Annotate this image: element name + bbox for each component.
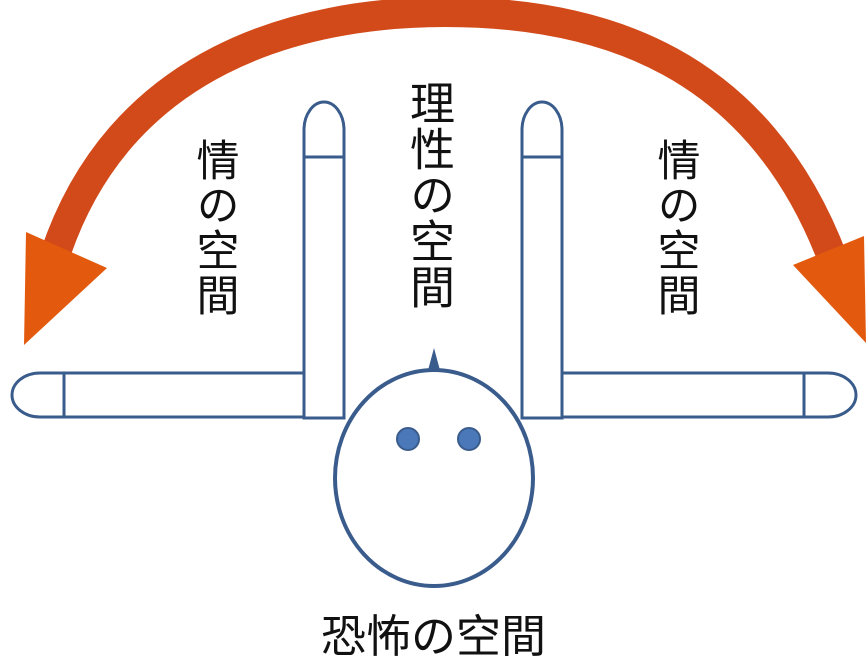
left-horizontal-arm-hand bbox=[10, 371, 66, 419]
reason-space-label: 理性の空間 bbox=[402, 80, 455, 310]
fear-space-label: 恐怖の空間 bbox=[320, 610, 546, 663]
arc-arrow-shaft bbox=[40, 0, 850, 271]
left-emotion-space-label: 情の空間 bbox=[189, 138, 239, 318]
left-raised-arm-hand bbox=[302, 100, 346, 159]
arc-arrow-right-head bbox=[793, 236, 866, 343]
left-raised-arm-sleeve bbox=[302, 155, 346, 420]
head bbox=[333, 348, 535, 588]
right-raised-arm-sleeve bbox=[520, 155, 564, 420]
left-horizontal-arm-sleeve bbox=[62, 371, 306, 419]
head-circle bbox=[333, 368, 535, 588]
left-eye bbox=[396, 427, 420, 451]
left-horizontal-arm bbox=[10, 371, 306, 419]
hair-tuft bbox=[427, 348, 441, 374]
right-horizontal-arm bbox=[560, 371, 858, 419]
right-horizontal-arm-hand bbox=[802, 371, 858, 419]
right-horizontal-arm-sleeve bbox=[560, 371, 806, 419]
right-emotion-space-label: 情の空間 bbox=[650, 138, 700, 318]
arc-arrow-left-head bbox=[24, 232, 107, 345]
double-headed-arc-arrow bbox=[24, 0, 866, 345]
right-eye bbox=[457, 427, 481, 451]
right-raised-arm-hand bbox=[520, 100, 564, 159]
right-raised-arm bbox=[520, 100, 564, 420]
left-raised-arm bbox=[302, 100, 346, 420]
